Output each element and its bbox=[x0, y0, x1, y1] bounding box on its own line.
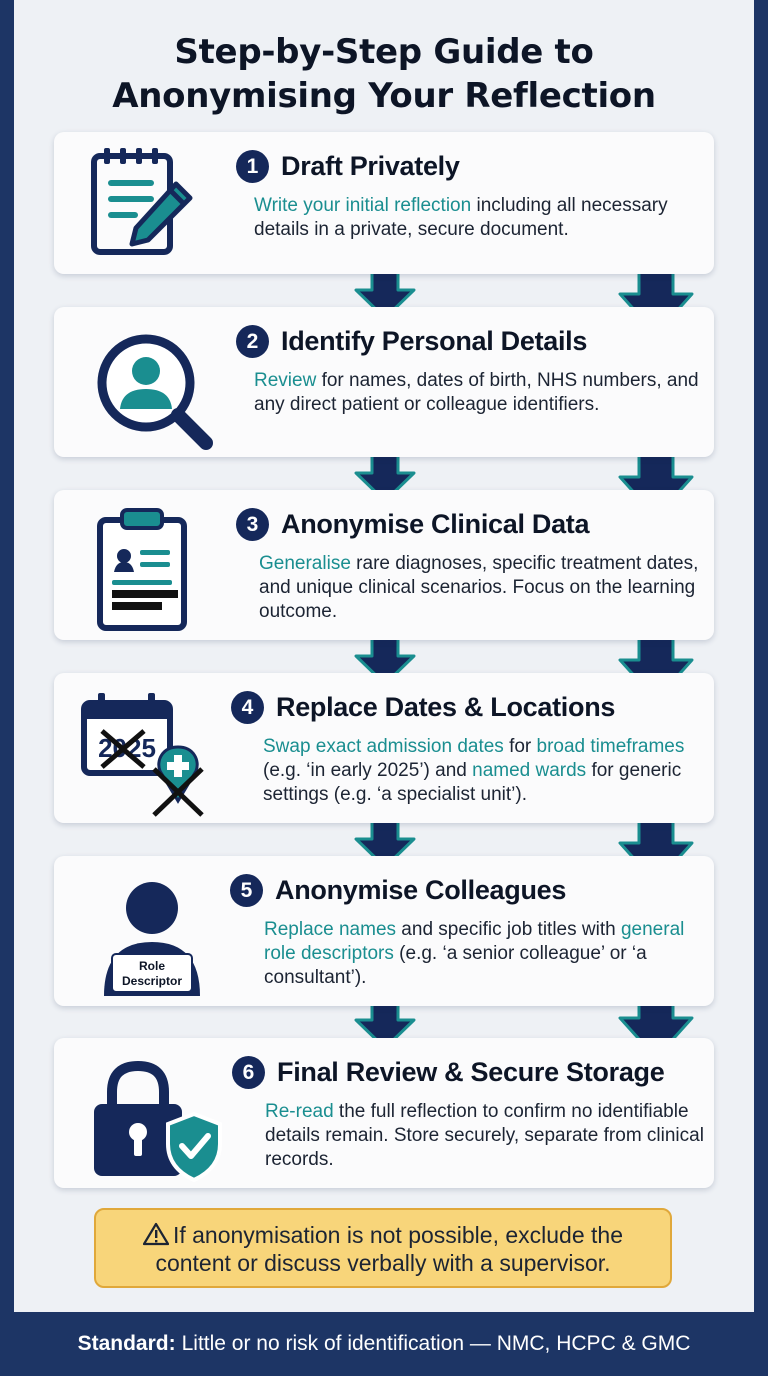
step-3-heading: 3 Anonymise Clinical Data bbox=[236, 508, 590, 541]
warning-line-1: If anonymisation is not possible, exclud… bbox=[96, 1221, 670, 1249]
description-text: including all necessary details in a pri… bbox=[254, 195, 668, 240]
calendar-location-crossed-icon: 2025 bbox=[78, 689, 228, 817]
footer-text: Little or no risk of identification — NM… bbox=[181, 1332, 691, 1355]
description-text: (e.g. ‘in early 2025’) and bbox=[263, 760, 473, 781]
step-1-description: Write your initial reflection including … bbox=[254, 194, 709, 242]
step-3-description: Generalise rare diagnoses, specific trea… bbox=[259, 552, 704, 624]
step-1-heading: 1 Draft Privately bbox=[236, 150, 460, 183]
step-5-number: 5 bbox=[230, 874, 263, 907]
description-text: for names, dates of birth, NHS numbers, … bbox=[254, 370, 699, 415]
step-5-title: Anonymise Colleagues bbox=[275, 875, 567, 905]
step-5-description: Replace names and specific job titles wi… bbox=[264, 918, 704, 990]
warning-triangle-icon bbox=[142, 1222, 169, 1246]
step-6-title: Final Review & Secure Storage bbox=[277, 1057, 665, 1087]
description-text: the full reflection to confirm no identi… bbox=[265, 1101, 704, 1170]
padlock-shield-check-icon bbox=[82, 1056, 232, 1183]
clipboard-redacted-icon bbox=[82, 504, 232, 631]
step-6-description: Re-read the full reflection to confirm n… bbox=[265, 1100, 705, 1172]
step-card-5: Role Descriptor 5 Anonymise Colleagues R… bbox=[54, 856, 714, 1006]
highlighted-text: Replace names bbox=[264, 919, 397, 940]
step-4-heading: 4 Replace Dates & Locations bbox=[231, 691, 615, 724]
description-text: for bbox=[503, 736, 537, 757]
highlighted-text: Swap exact admission dates bbox=[263, 736, 504, 757]
warning-line-2: content or discuss verbally with a super… bbox=[155, 1250, 611, 1276]
step-6-number: 6 bbox=[232, 1056, 265, 1089]
step-3-number: 3 bbox=[236, 508, 269, 541]
step-card-4: 2025 4 Replace Dates & Locations Swap ex… bbox=[54, 673, 714, 823]
step-1-number: 1 bbox=[236, 150, 269, 183]
highlighted-text: Re-read bbox=[265, 1101, 334, 1122]
person-role-badge-icon: Role Descriptor bbox=[82, 872, 232, 996]
step-1-title: Draft Privately bbox=[281, 151, 460, 181]
description-text: (e.g. ‘a senior colleague’ or ‘a consult… bbox=[264, 943, 647, 988]
badge-text-role: Role bbox=[139, 959, 165, 973]
highlighted-text: Review bbox=[254, 370, 317, 391]
warning-callout: If anonymisation is not possible, exclud… bbox=[94, 1208, 672, 1288]
step-card-2: 2 Identify Personal Details Review for n… bbox=[54, 307, 714, 457]
step-card-3: 3 Anonymise Clinical Data Generalise rar… bbox=[54, 490, 714, 640]
step-card-1: 1 Draft Privately Write your initial ref… bbox=[54, 132, 714, 274]
description-text: and specific job titles with bbox=[396, 919, 621, 940]
step-6-heading: 6 Final Review & Secure Storage bbox=[232, 1056, 665, 1089]
step-4-description: Swap exact admission dates for broad tim… bbox=[263, 735, 708, 807]
page-title: Step-by-Step Guide to Anonymising Your R… bbox=[112, 32, 656, 116]
step-card-6: 6 Final Review & Secure Storage Re-read … bbox=[54, 1038, 714, 1188]
highlighted-text: broad timeframes bbox=[536, 736, 685, 757]
notepad-pencil-icon bbox=[82, 146, 232, 264]
description-text: for generic settings (e.g. ‘a specialist… bbox=[263, 760, 682, 805]
highlighted-text: Generalise bbox=[259, 553, 351, 574]
step-2-heading: 2 Identify Personal Details bbox=[236, 325, 587, 358]
step-5-heading: 5 Anonymise Colleagues bbox=[230, 874, 566, 907]
step-4-title: Replace Dates & Locations bbox=[276, 692, 616, 722]
badge-text-descriptor: Descriptor bbox=[122, 974, 182, 988]
step-2-number: 2 bbox=[236, 325, 269, 358]
magnifier-person-icon bbox=[82, 321, 232, 450]
footer-label: Standard: bbox=[77, 1332, 176, 1355]
highlighted-text: Write your initial reflection bbox=[254, 195, 472, 216]
step-2-title: Identify Personal Details bbox=[281, 326, 588, 356]
step-3-title: Anonymise Clinical Data bbox=[281, 509, 590, 539]
step-2-description: Review for names, dates of birth, NHS nu… bbox=[254, 369, 704, 417]
description-text: rare diagnoses, specific treatment dates… bbox=[259, 553, 699, 622]
highlighted-text: named wards bbox=[472, 760, 587, 781]
highlighted-text: general role descriptors bbox=[264, 919, 685, 964]
step-4-number: 4 bbox=[231, 691, 264, 724]
footer-standard: Standard: Little or no risk of identific… bbox=[0, 1312, 768, 1376]
